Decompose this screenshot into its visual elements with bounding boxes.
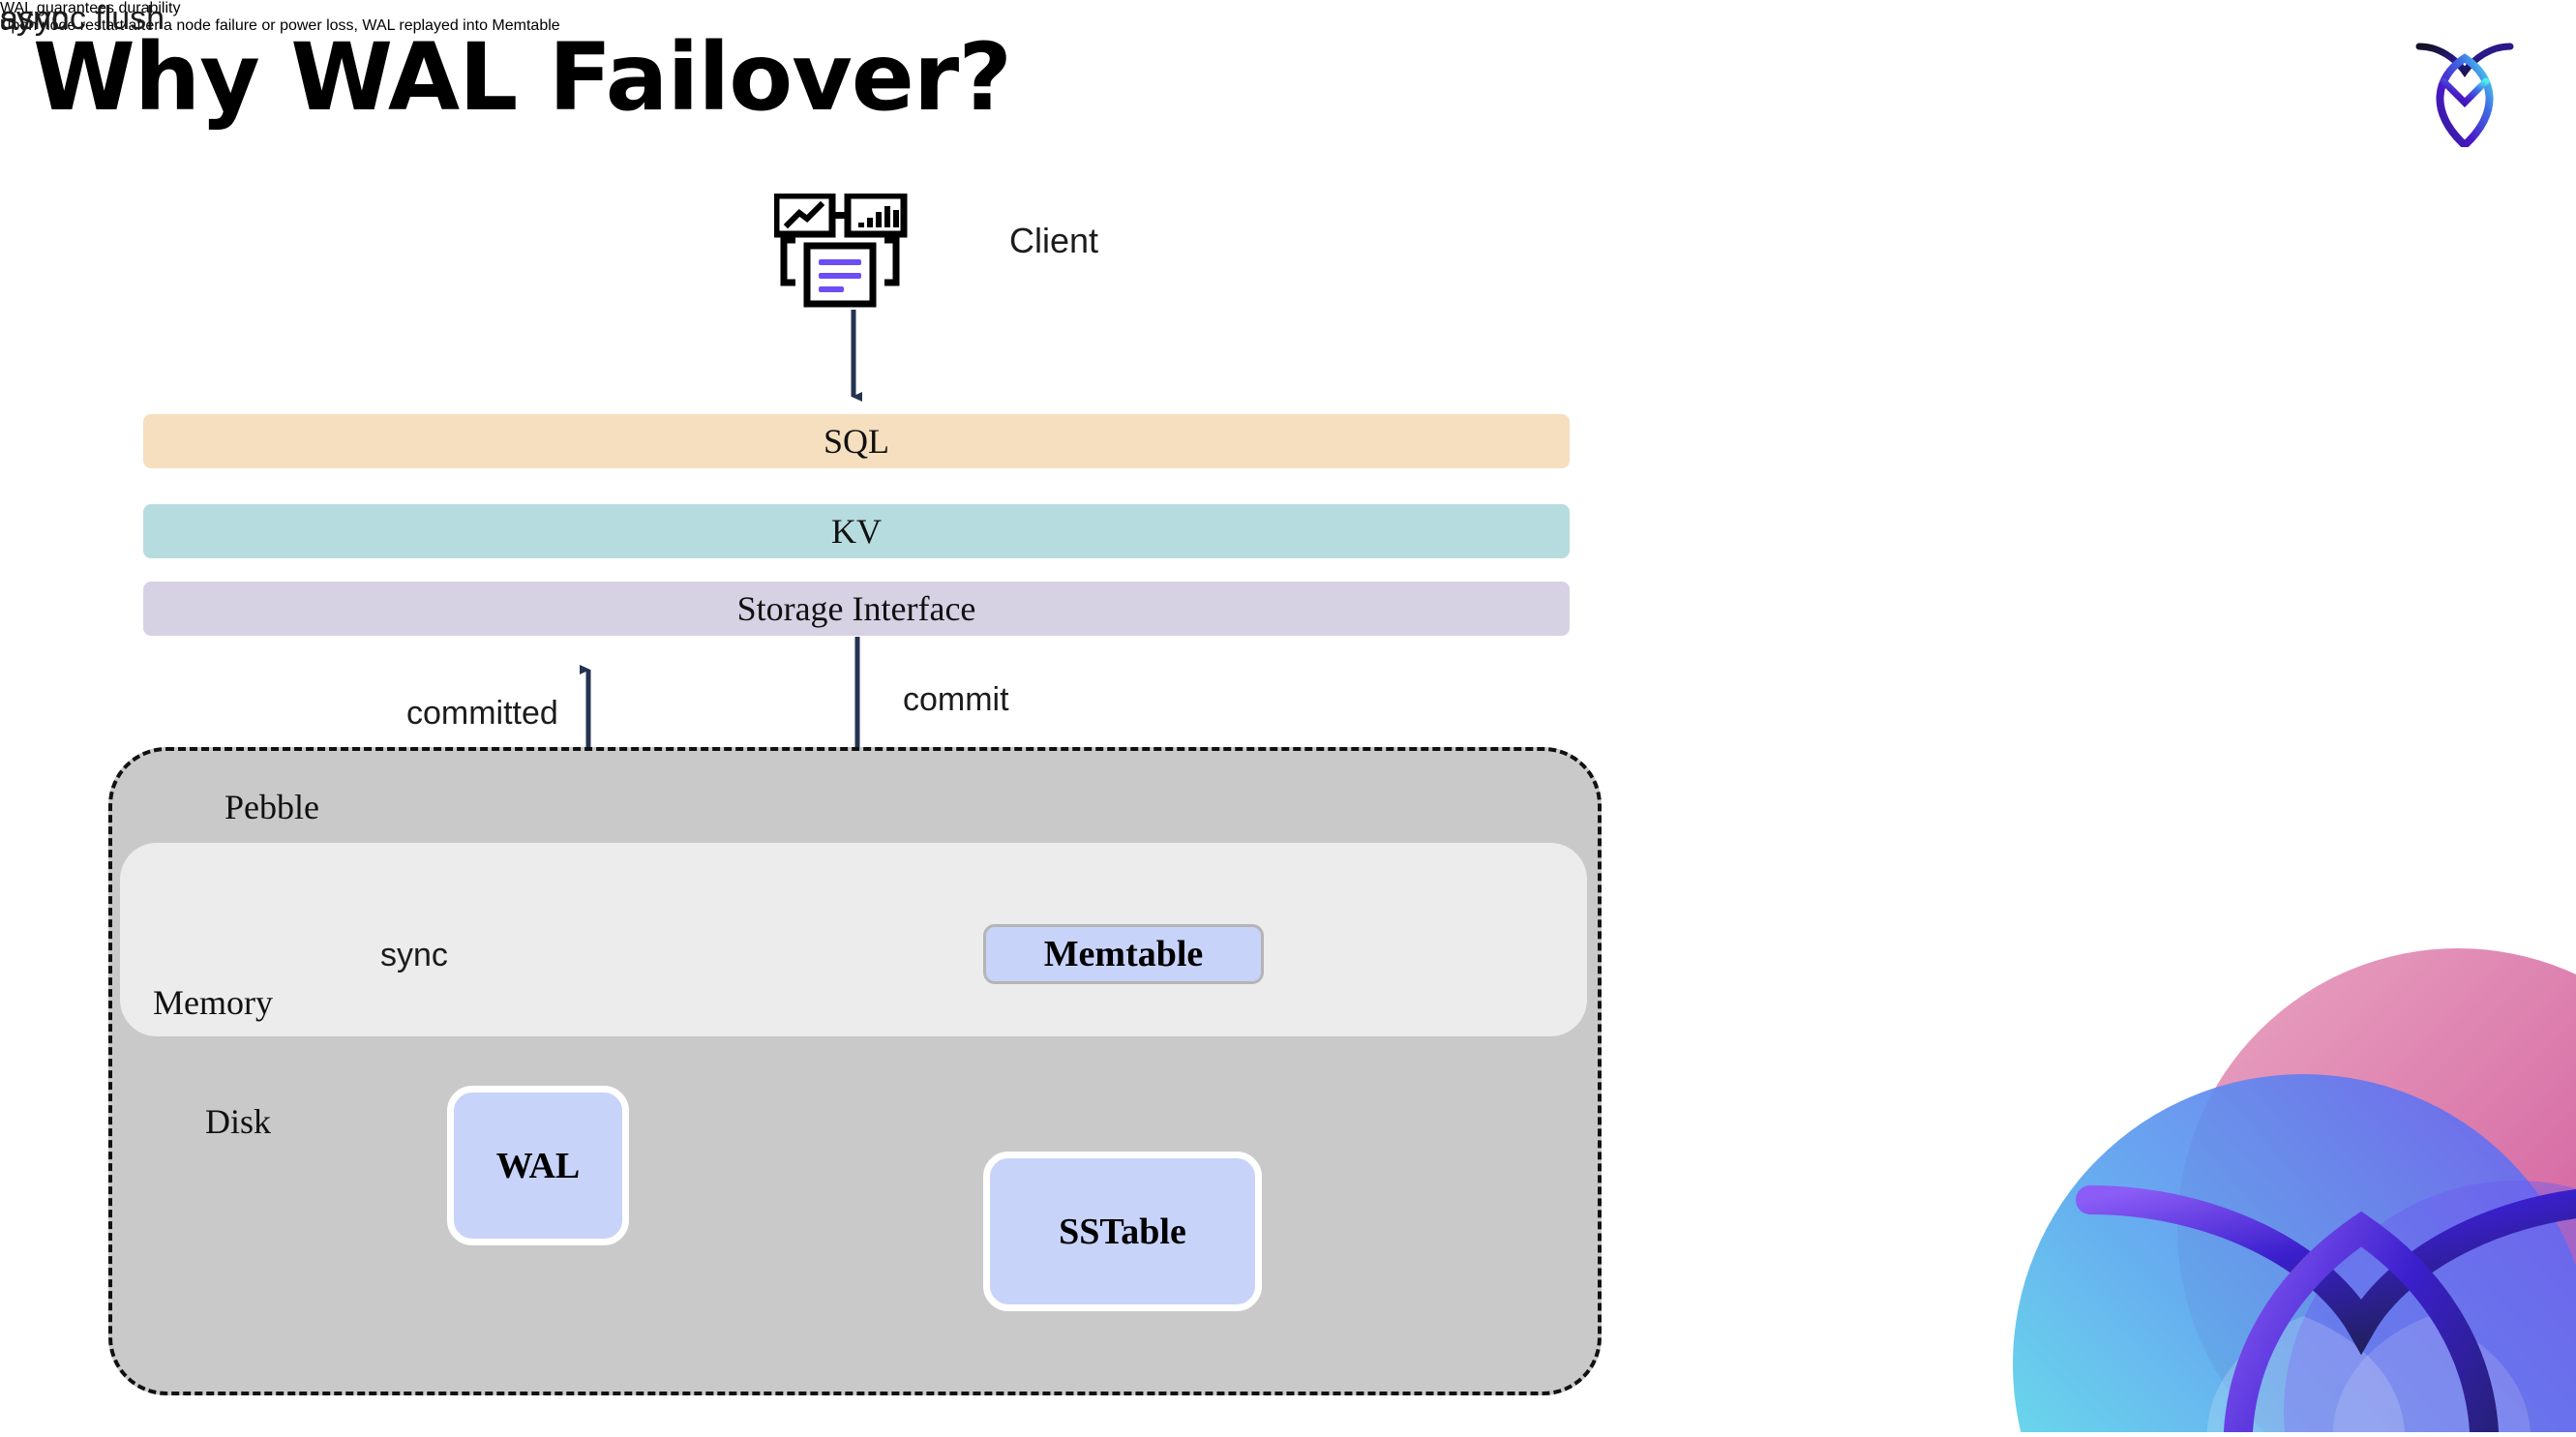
node-wal-label: WAL bbox=[495, 1145, 581, 1186]
memory-label: Memory bbox=[153, 983, 273, 1022]
layer-bar-kv: KV bbox=[143, 504, 1570, 558]
pebble-label: Pebble bbox=[225, 788, 319, 826]
cockroach-labs-decorative-mark-icon bbox=[1974, 910, 2576, 1432]
client-label: Client bbox=[1009, 221, 1099, 260]
edge-label-committed: committed bbox=[406, 695, 558, 732]
layer-bar-storage-interface-label: Storage Interface bbox=[736, 589, 976, 628]
edge-label-sync-left: sync bbox=[380, 937, 448, 973]
layer-bar-sql: SQL bbox=[143, 414, 1570, 468]
node-memtable: Memtable bbox=[983, 924, 1264, 984]
edge-label-async-flush: async flush bbox=[0, 0, 165, 37]
node-memtable-label: Memtable bbox=[1043, 934, 1204, 974]
disk-label: Disk bbox=[205, 1102, 272, 1141]
cockroach-labs-logo-icon bbox=[2411, 31, 2518, 151]
list-item: Upon node restart after a node failure o… bbox=[0, 17, 2576, 35]
layer-bar-kv-label: KV bbox=[831, 512, 882, 551]
node-sstable-label: SSTable bbox=[1059, 1211, 1186, 1252]
memory-region bbox=[120, 843, 1587, 1036]
bullet-list: WAL guarantees durability Upon node rest… bbox=[0, 0, 2576, 35]
edge-label-sync-right: sync bbox=[0, 0, 68, 37]
architecture-diagram: Client SQL KV Storage Interface Pebble M… bbox=[0, 0, 1602, 1395]
edge-label-commit: commit bbox=[903, 681, 1009, 718]
bullet-text: Upon node restart after a node failure o… bbox=[0, 17, 560, 34]
node-sstable: SSTable bbox=[983, 1152, 1262, 1311]
bullet-text: WAL guarantees durability bbox=[0, 0, 181, 16]
layer-bar-sql-label: SQL bbox=[823, 422, 889, 461]
client-dashboard-icon bbox=[772, 192, 925, 310]
layer-bar-storage-interface: Storage Interface bbox=[143, 582, 1570, 636]
list-item: WAL guarantees durability bbox=[0, 0, 2576, 17]
node-wal: WAL bbox=[447, 1086, 629, 1245]
page-title: Why WAL Failover? bbox=[33, 23, 1012, 132]
